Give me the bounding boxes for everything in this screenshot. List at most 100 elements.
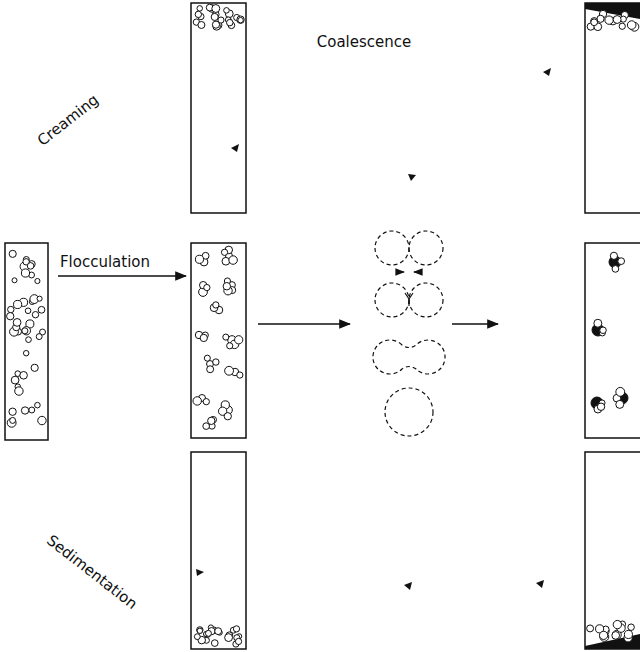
droplet [616,387,625,396]
droplet [610,252,617,259]
coalesced-creaming-box [585,3,640,213]
droplet [591,18,598,25]
droplet [627,21,636,30]
creaming-box [191,3,246,213]
arrow-mark [536,580,544,588]
droplet [211,13,218,20]
container-boxes [5,3,640,649]
flocculation-box [191,243,246,438]
droplet [9,250,16,257]
droplet [599,631,607,639]
droplet [23,350,28,355]
droplet [9,408,16,415]
droplet [200,334,207,341]
approach-arrows [396,272,422,306]
droplet [375,231,409,265]
droplet [212,5,220,13]
droplet [207,366,214,373]
flow-arrow [58,275,186,277]
droplet [204,631,211,638]
droplet [619,23,625,29]
droplets [7,4,639,647]
flow-arrow [452,323,498,325]
oil-layer [585,3,640,19]
initial-emulsion-box [5,243,48,440]
droplet [20,371,28,379]
droplet [204,355,210,361]
droplet [25,308,31,314]
process-label: Creaming [35,92,101,148]
droplet [203,399,209,405]
droplet [26,337,32,343]
process-label: Coalescence [315,35,414,50]
droplet [14,300,22,308]
droplet [224,413,231,420]
droplet [613,16,621,24]
droplet [21,269,29,277]
droplet [235,336,243,344]
droplet [10,417,16,423]
droplet [227,19,234,26]
flow-arrow [258,323,350,325]
droplet [375,283,409,317]
droplet [215,628,222,635]
droplet [238,17,243,22]
droplet [624,630,632,638]
merging-droplets [373,340,445,374]
droplet [600,327,607,334]
droplet [229,256,237,264]
droplet [225,634,233,642]
droplet [38,416,46,424]
droplet [194,634,200,640]
coalescence-sequence [373,231,445,436]
arrow-marks [196,68,551,590]
droplet [7,418,16,427]
droplet [38,306,45,313]
droplet [32,312,38,318]
droplet [195,255,203,263]
droplet [7,313,14,320]
droplet [224,8,230,14]
droplet [22,328,28,334]
process-arrows [58,276,498,324]
arrow-mark [231,144,239,152]
droplet [37,296,42,301]
droplet [35,402,41,408]
droplet [597,403,604,410]
droplet [211,640,218,647]
droplet [591,19,598,26]
droplet [13,319,21,327]
droplet [223,283,230,290]
arrow-mark [543,68,551,76]
droplet [587,625,594,632]
sedimentation-box [191,452,246,649]
droplet [36,334,42,340]
droplet [208,417,215,424]
droplet [618,258,625,265]
coalesced-flocs-box [585,243,640,438]
process-label: Sedimentation [44,532,140,611]
droplet [213,359,219,365]
droplet [616,400,624,408]
droplet [29,407,35,413]
droplet [197,627,203,633]
droplet [227,343,233,349]
droplet [612,632,620,640]
droplet [8,306,14,312]
arrow-mark [408,174,416,181]
droplet [235,638,241,644]
droplet [195,11,201,17]
droplet [35,278,40,283]
droplet [15,387,23,395]
droplet [628,624,635,631]
droplet [613,620,621,628]
droplet [237,16,244,23]
droplet [197,6,203,12]
droplet [12,278,17,283]
droplet [221,249,227,255]
droplet [212,21,219,28]
droplet [409,283,443,317]
arrow-mark [404,582,412,590]
droplet [204,284,210,290]
droplet [237,372,243,378]
